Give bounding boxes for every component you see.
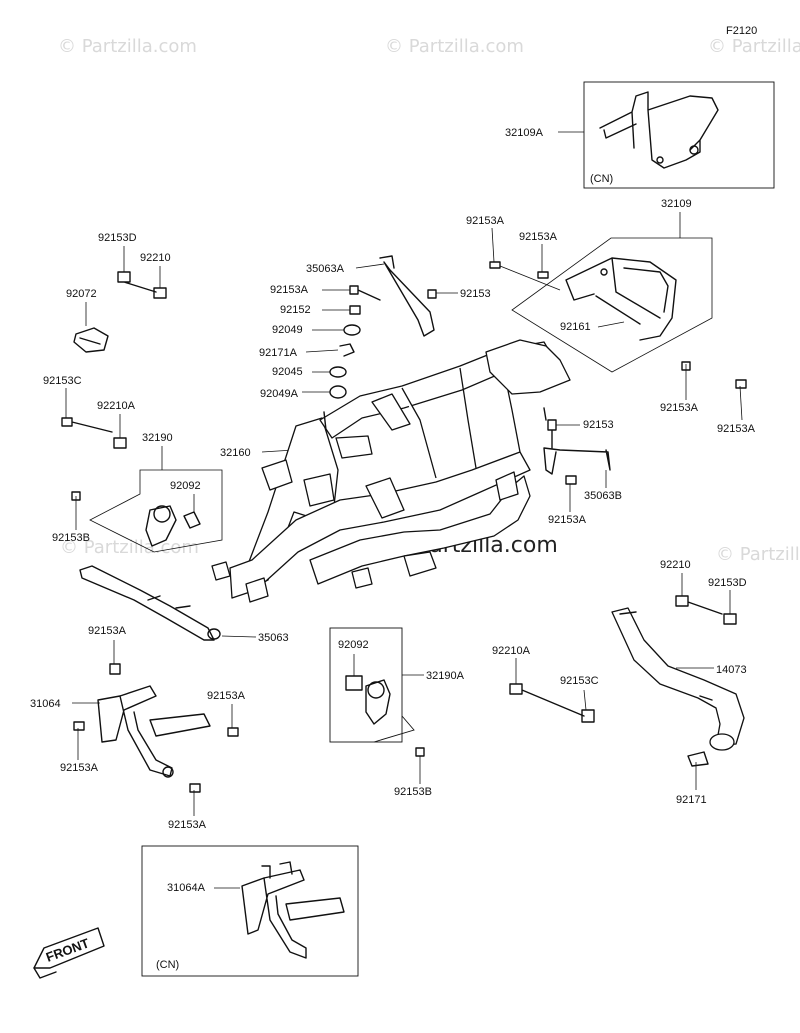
label-92153A-i: 92153A bbox=[60, 762, 99, 774]
mount-box bbox=[329, 627, 403, 743]
label-92210A-left: 92210A bbox=[97, 400, 136, 412]
label-92153D-right: 92153D bbox=[708, 577, 747, 589]
cn-label-top: (CN) bbox=[590, 173, 613, 185]
front-arrow-icon: FRONT bbox=[33, 927, 105, 979]
label-92210A-mid: 92210A bbox=[492, 645, 531, 657]
label-92153A-d: 92153A bbox=[717, 423, 756, 435]
engine-mount-left bbox=[145, 505, 201, 547]
label-92045: 92045 bbox=[272, 366, 303, 378]
label-92210: 92210 bbox=[140, 252, 171, 264]
label-31064: 31064 bbox=[30, 698, 61, 710]
label-92072: 92072 bbox=[66, 288, 97, 300]
label-92153D-top: 92153D bbox=[98, 232, 137, 244]
label-92153A-a: 92153A bbox=[466, 215, 505, 227]
label-92171: 92171 bbox=[676, 794, 707, 806]
watermark-text: © Partzilla.com bbox=[708, 36, 800, 57]
label-92171A: 92171A bbox=[259, 347, 298, 359]
label-92153A-e: 92153A bbox=[270, 284, 309, 296]
label-92153A-j: 92153A bbox=[168, 819, 207, 831]
cn-label-bottom: (CN) bbox=[156, 959, 179, 971]
label-92153C-left: 92153C bbox=[43, 375, 82, 387]
exhaust-pipe bbox=[611, 607, 745, 751]
figure-id: F2120 bbox=[726, 25, 757, 37]
label-31064A: 31064A bbox=[167, 882, 206, 894]
label-92153B-left: 92153B bbox=[52, 532, 90, 544]
torque-rod bbox=[79, 565, 221, 641]
watermark-text: © Partzilla.com bbox=[58, 36, 197, 57]
front-carrier-cn bbox=[241, 861, 345, 959]
label-92153A-f: 92153A bbox=[548, 514, 587, 526]
label-92092-left: 92092 bbox=[170, 480, 201, 492]
watermark-text: © Partzilla.com bbox=[60, 537, 199, 558]
label-32190: 32190 bbox=[142, 432, 173, 444]
label-92153A-c: 92153A bbox=[660, 402, 699, 414]
rear-carrier-cn bbox=[599, 91, 719, 169]
label-92153A-g: 92153A bbox=[88, 625, 127, 637]
label-35063: 35063 bbox=[258, 632, 289, 644]
watermark-group: © Partzilla.com © Partzilla.com © Partzi… bbox=[58, 36, 800, 565]
label-92049: 92049 bbox=[272, 324, 303, 336]
main-frame bbox=[211, 339, 571, 603]
label-92161: 92161 bbox=[560, 321, 591, 333]
label-92210-right: 92210 bbox=[660, 559, 691, 571]
label-92153B-mid: 92153B bbox=[394, 786, 432, 798]
cn-box-bottom bbox=[141, 845, 359, 977]
label-32109: 32109 bbox=[661, 198, 692, 210]
front-carrier bbox=[97, 685, 211, 778]
label-14073: 14073 bbox=[716, 664, 747, 676]
watermark-text: © Partzilla.com bbox=[716, 544, 800, 565]
engine-mount-right bbox=[365, 679, 391, 725]
label-35063B: 35063B bbox=[584, 490, 622, 502]
label-92152: 92152 bbox=[280, 304, 311, 316]
label-32109A: 32109A bbox=[505, 127, 544, 139]
label-92153-top: 92153 bbox=[460, 288, 491, 300]
rear-carrier bbox=[565, 257, 677, 341]
label-92153C-mid: 92153C bbox=[560, 675, 599, 687]
watermark-text: © Partzilla.com bbox=[385, 36, 524, 57]
label-92153A-h: 92153A bbox=[207, 690, 246, 702]
label-92092-mid: 92092 bbox=[338, 639, 369, 651]
label-92153-mid: 92153 bbox=[583, 419, 614, 431]
cn-box-top bbox=[583, 81, 775, 189]
label-32190A: 32190A bbox=[426, 670, 465, 682]
label-92153A-b: 92153A bbox=[519, 231, 558, 243]
label-92049A: 92049A bbox=[260, 388, 299, 400]
label-32160: 32160 bbox=[220, 447, 251, 459]
label-35063A: 35063A bbox=[306, 263, 345, 275]
